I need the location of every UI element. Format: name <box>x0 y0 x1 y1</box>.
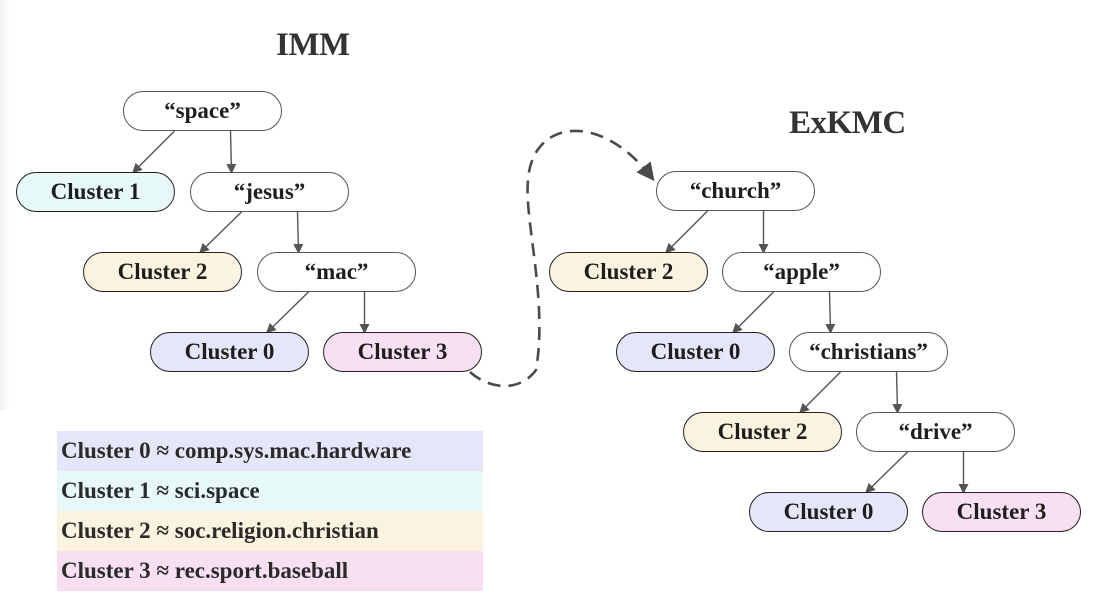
imm-node-mac: “mac” <box>257 252 416 292</box>
exkmc-leaf-cluster-2-lower: Cluster 2 <box>683 412 842 452</box>
imm-leaf-cluster-1: Cluster 1 <box>16 172 175 212</box>
node-label: “christians” <box>809 339 928 364</box>
cluster-legend: Cluster 0 ≈ comp.sys.mac.hardware Cluste… <box>57 431 483 591</box>
tree-edge-apple-to-ex-c0a <box>732 291 774 334</box>
left-edge-shade <box>0 0 10 410</box>
tree-edge-christians-to-drive <box>892 371 903 414</box>
imm-title: IMM <box>276 27 350 63</box>
tree-edge-jesus-to-imm-c2 <box>199 211 242 254</box>
tree-edge-space-to-imm-c1 <box>132 130 175 174</box>
tree-edge-jesus-to-mac <box>293 211 304 254</box>
tree-edge-christians-to-ex-c2b <box>799 371 841 414</box>
imm-node-jesus: “jesus” <box>190 172 349 212</box>
legend-row-cluster-1: Cluster 1 ≈ sci.space <box>57 471 483 511</box>
exkmc-leaf-cluster-2: Cluster 2 <box>549 252 708 292</box>
imm-leaf-cluster-2: Cluster 2 <box>83 252 242 292</box>
exkmc-leaf-cluster-0-lower: Cluster 0 <box>749 492 908 532</box>
node-label: Cluster 2 <box>117 259 208 284</box>
legend-row-cluster-2: Cluster 2 ≈ soc.religion.christian <box>57 511 483 551</box>
node-label: Cluster 0 <box>184 339 275 364</box>
legend-row-cluster-3: Cluster 3 ≈ rec.sport.baseball <box>57 551 483 591</box>
exkmc-leaf-cluster-0: Cluster 0 <box>616 332 775 372</box>
node-label: Cluster 0 <box>783 499 874 524</box>
node-label: “apple” <box>763 259 840 284</box>
node-label: “drive” <box>898 419 973 444</box>
imm-leaf-cluster-3: Cluster 3 <box>323 332 482 372</box>
dashed-connector-arrow <box>469 129 655 388</box>
node-label: “church” <box>689 178 782 203</box>
node-label: “mac” <box>304 259 369 284</box>
node-label: Cluster 0 <box>650 339 741 364</box>
tree-edge-space-to-jesus <box>226 130 237 174</box>
exkmc-node-christians: “christians” <box>789 332 948 372</box>
tree-edge-drive-to-ex-c0b <box>865 451 908 494</box>
imm-leaf-cluster-0: Cluster 0 <box>150 332 309 372</box>
node-label: “jesus” <box>233 179 306 204</box>
legend-row-cluster-0: Cluster 0 ≈ comp.sys.mac.hardware <box>57 431 483 471</box>
exkmc-title: ExKMC <box>789 105 906 141</box>
exkmc-node-church: “church” <box>656 171 815 211</box>
node-label: Cluster 3 <box>357 339 448 364</box>
node-label: Cluster 2 <box>717 419 808 444</box>
tree-edge-apple-to-christians <box>825 291 836 334</box>
node-label: Cluster 1 <box>50 179 141 204</box>
exkmc-node-apple: “apple” <box>722 252 881 292</box>
tree-edge-church-to-ex-c2a <box>665 210 708 254</box>
exkmc-node-drive: “drive” <box>856 412 1015 452</box>
tree-edge-mac-to-imm-c0 <box>266 291 309 334</box>
node-label: Cluster 3 <box>956 499 1047 524</box>
imm-node-space: “space” <box>123 91 282 131</box>
node-label: “space” <box>164 98 241 123</box>
exkmc-leaf-cluster-3: Cluster 3 <box>922 492 1081 532</box>
node-label: Cluster 2 <box>583 259 674 284</box>
